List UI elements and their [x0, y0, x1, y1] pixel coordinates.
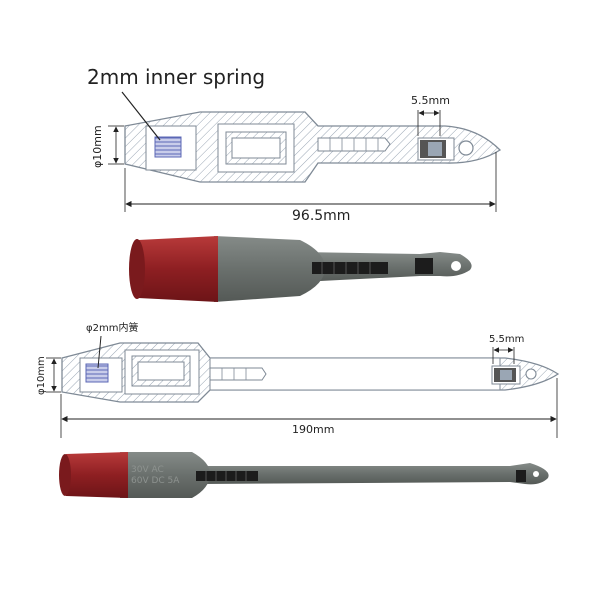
long-photo-rating-2: 60V DC 5A: [131, 476, 180, 486]
long-length-label: 190mm: [292, 423, 334, 436]
short-spring-leader: [121, 91, 161, 141]
long-slot-label: 5.5mm: [489, 334, 524, 345]
long-photo-tip-hole: [533, 471, 539, 477]
long-spring-leader: [97, 335, 102, 369]
long-tail-pin: [209, 367, 267, 381]
short-probe-photo: [129, 236, 472, 302]
short-spring-label: 2mm inner spring: [87, 65, 265, 89]
short-inner-spring: [154, 136, 182, 158]
short-photo-red-cap: [134, 236, 218, 302]
long-photo-red-cap: [63, 452, 128, 498]
long-photo-slider: [196, 471, 258, 481]
short-slot-label: 5.5mm: [411, 94, 450, 107]
short-photo-tip-hole: [451, 261, 461, 271]
short-diameter-label: φ10mm: [91, 125, 104, 168]
long-probe-section: [61, 342, 560, 403]
long-inner-spring: [85, 363, 109, 383]
short-length-label: 96.5mm: [292, 208, 350, 224]
short-probe-section: [124, 111, 502, 183]
long-spring-label: φ2mm内簧: [86, 321, 138, 334]
long-photo-rating-1: 30V AC: [131, 465, 164, 475]
short-tip-hole: [458, 140, 474, 156]
long-probe-photo: 30V AC 60V DC 5A: [59, 452, 549, 498]
long-diameter-label: φ10mm: [36, 356, 47, 395]
long-tip-hole: [525, 368, 537, 380]
short-photo-slider: [312, 262, 388, 274]
